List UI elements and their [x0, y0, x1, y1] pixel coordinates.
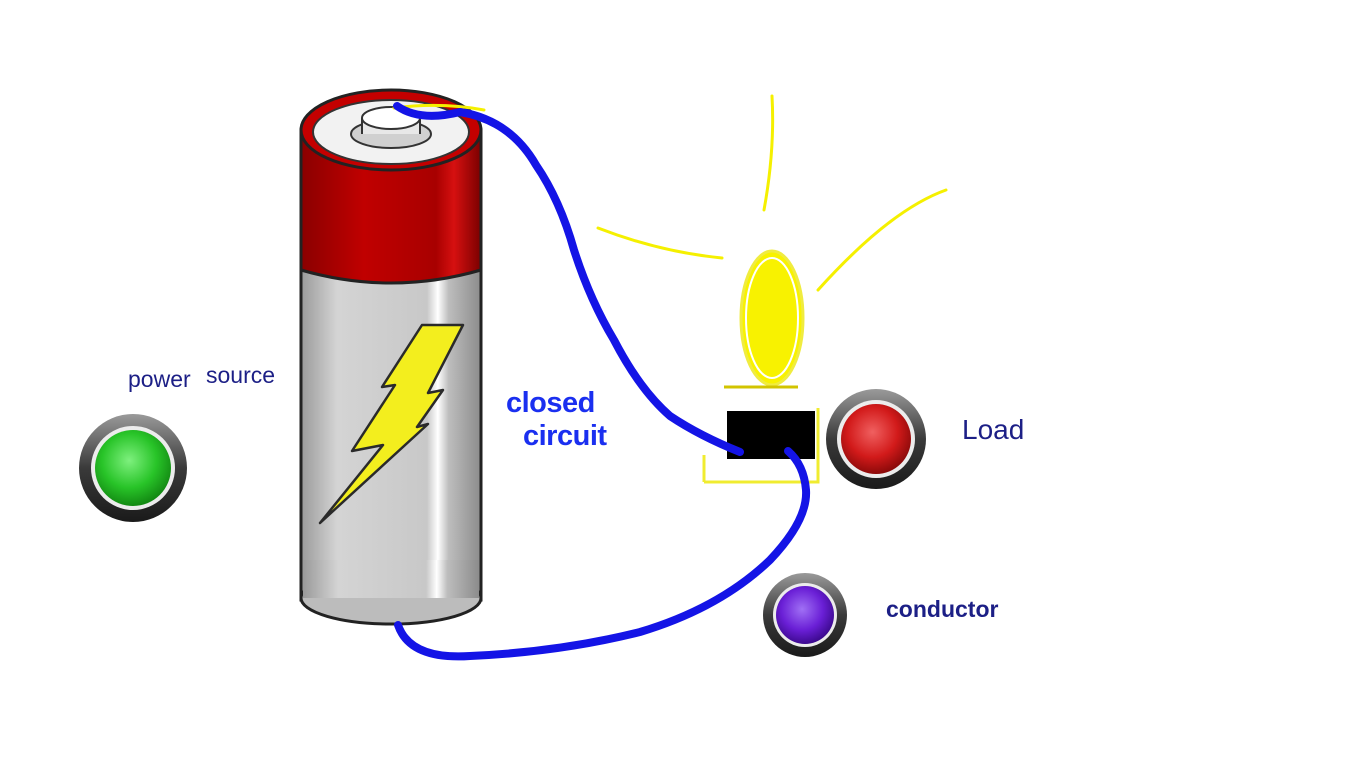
lightning-bolt-icon	[318, 323, 465, 525]
load-button[interactable]	[826, 389, 926, 489]
wire	[393, 102, 811, 661]
light-bulb-icon	[702, 249, 820, 484]
circuit-label: circuit	[523, 420, 607, 452]
conductor-label: conductor	[886, 596, 999, 622]
conductor-button[interactable]	[763, 573, 847, 657]
light-rays	[392, 94, 948, 292]
battery-icon	[299, 88, 483, 626]
power-label: power	[128, 366, 191, 392]
source-label: source	[206, 362, 276, 388]
power-source-button[interactable]	[79, 414, 187, 522]
load-label: Load	[962, 414, 1025, 445]
closed-label: closed	[506, 387, 595, 419]
